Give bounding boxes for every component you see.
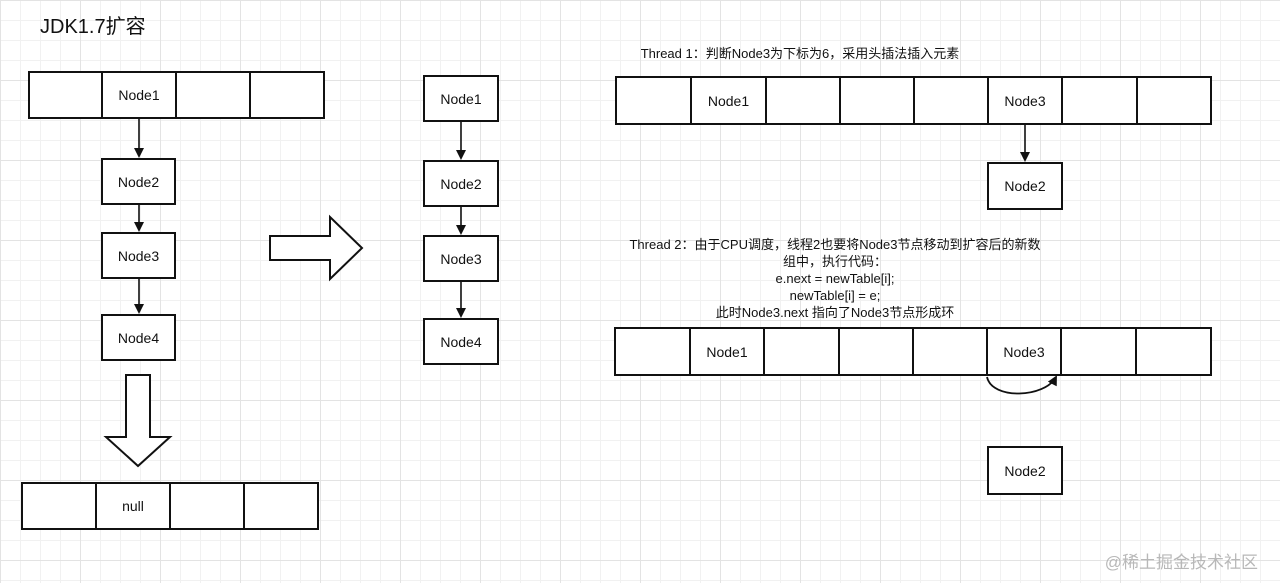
- left-chain-node-2: Node4: [101, 314, 176, 361]
- thread2-array-cell-3: [838, 327, 914, 376]
- thread1-array-cell-4: [913, 76, 989, 125]
- thread2-caption-line-2: e.next = newTable[i];: [775, 271, 895, 286]
- thread1-array-cell-2: [765, 76, 841, 125]
- left-bottom-array-cell-2: [169, 482, 245, 530]
- thread1-array-cell-1: Node1: [690, 76, 767, 125]
- thread2-caption-line-4: 此时Node3.next 指向了Node3节点形成环: [715, 305, 955, 320]
- thread1-array-cell-0: [615, 76, 692, 125]
- left-bottom-array-cell-1: null: [95, 482, 171, 530]
- diagram-title: JDK1.7扩容: [40, 16, 146, 38]
- thread2-node-below: Node2: [987, 446, 1063, 495]
- middle-chain-node-1: Node2: [423, 160, 499, 207]
- middle-chain-node-3: Node4: [423, 318, 499, 365]
- thread1-array-cell-5: Node3: [987, 76, 1063, 125]
- thread2-array-cell-5: Node3: [986, 327, 1062, 376]
- left-top-array-cell-1: Node1: [101, 71, 177, 119]
- thread2-caption: Thread 2：由于CPU调度，线程2也要将Node3节点移动到扩容后的新数 …: [600, 236, 1070, 321]
- thread2-caption-line-0: Thread 2：由于CPU调度，线程2也要将Node3节点移动到扩容后的新数: [629, 237, 1041, 252]
- watermark: @稀土掘金技术社区: [1104, 553, 1258, 572]
- block-arrow-down: [103, 374, 173, 468]
- left-top-array-cell-3: [249, 71, 325, 119]
- thread2-caption-line-1: 组中，执行代码：: [782, 254, 887, 269]
- thread1-node-below: Node2: [987, 162, 1063, 210]
- thread1-array-cell-7: [1136, 76, 1212, 125]
- thread2-caption-line-3: newTable[i] = e;: [789, 288, 881, 303]
- middle-chain-node-2: Node3: [423, 235, 499, 282]
- left-bottom-array-cell-3: [243, 482, 319, 530]
- left-chain-node-1: Node3: [101, 232, 176, 279]
- block-arrow-right: [269, 214, 364, 282]
- middle-chain-node-0: Node1: [423, 75, 499, 122]
- thread2-array-cell-7: [1135, 327, 1212, 376]
- arrow-thread2-node3-self-loop: [986, 375, 1057, 395]
- thread1-array-cell-6: [1061, 76, 1138, 125]
- left-top-array-cell-2: [175, 71, 251, 119]
- thread1-caption: Thread 1：判断Node3为下标为6，采用头插法插入元素: [640, 46, 960, 61]
- left-chain-node-0: Node2: [101, 158, 176, 205]
